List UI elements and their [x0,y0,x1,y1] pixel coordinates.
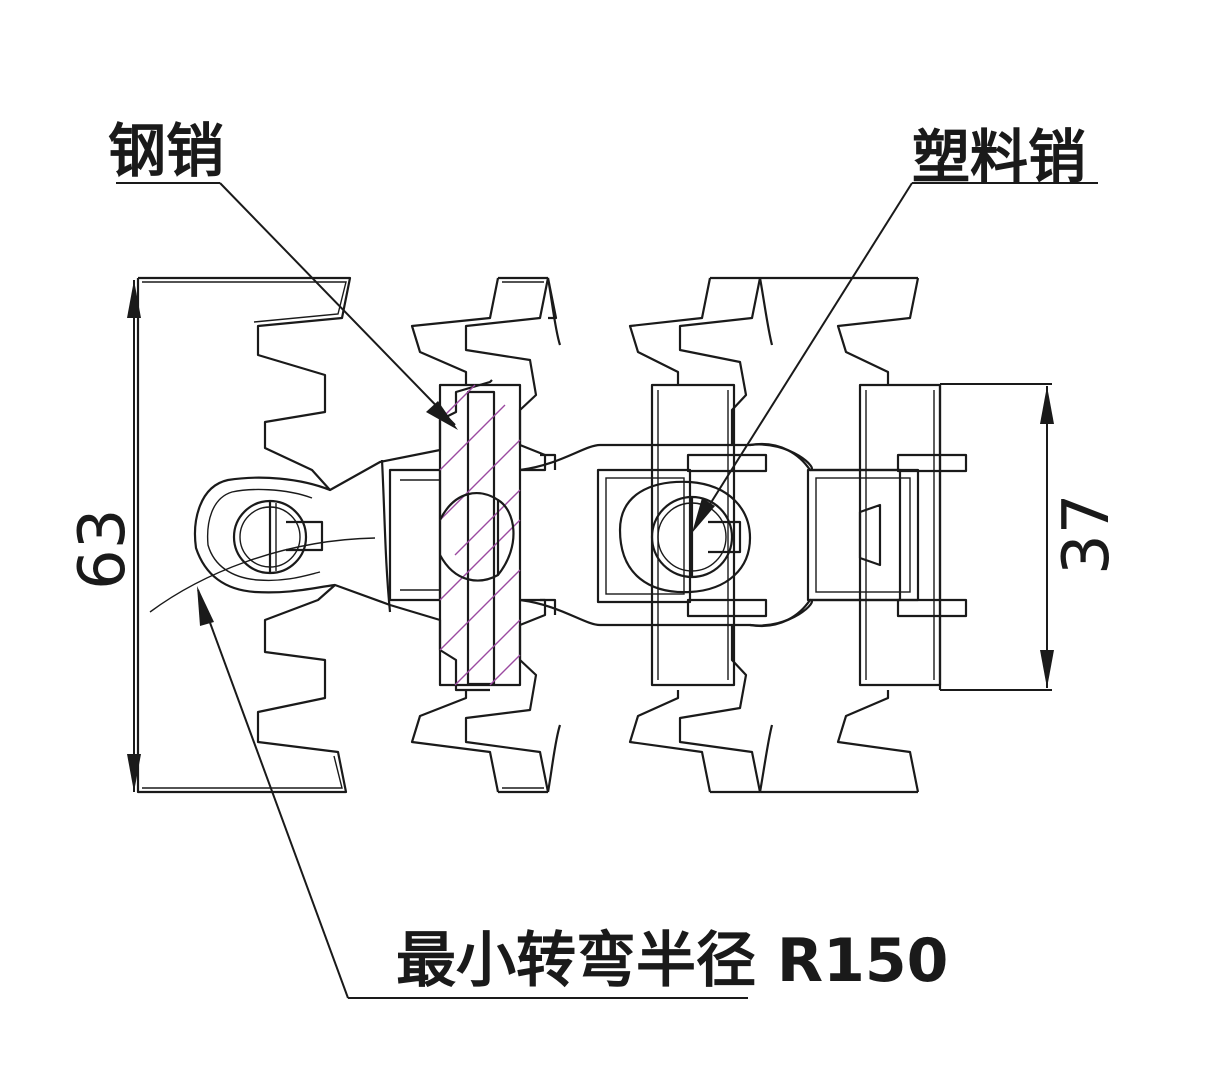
module-2 [380,276,550,794]
module-1 [136,276,493,794]
turn-radius-arc [149,537,376,613]
dimension-63: 63 [66,280,141,792]
module-1-outline [136,276,493,794]
module-1-eye [194,476,336,594]
plastic-pin-label: 塑料销 [912,123,1087,191]
module-4 [749,276,968,794]
steel-pin-leader [116,182,458,430]
module-3 [519,276,813,794]
steel-pin-label: 钢销 [108,117,225,185]
steel-pin-section [438,383,522,687]
dimension-37-label: 37 [1050,494,1124,575]
radius-leader [197,586,748,999]
plastic-pin-leader [692,182,1098,533]
dimension-63-label: 63 [66,509,140,590]
min-turn-radius-label: 最小转弯半径 R150 [396,926,949,996]
dimension-37: 37 [940,383,1124,691]
